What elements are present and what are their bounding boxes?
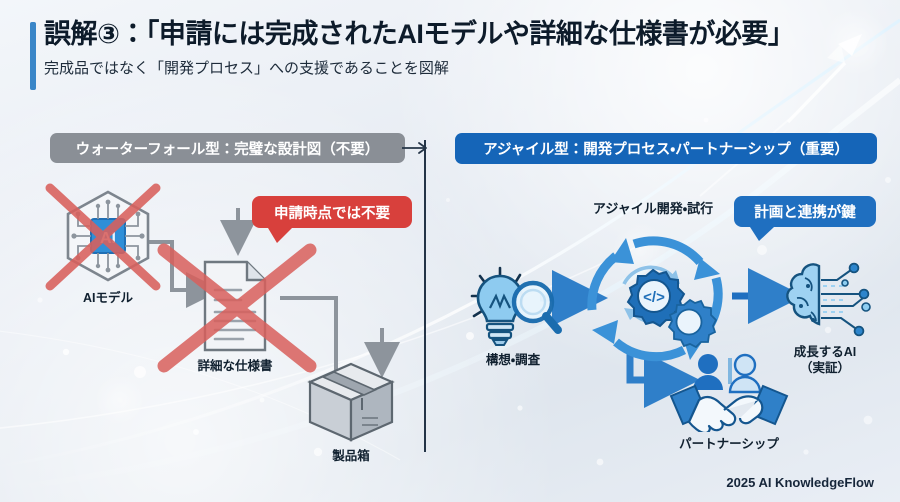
- node-partnership: パートナーシップ: [662, 352, 796, 453]
- handshake-icon: [669, 353, 789, 432]
- node-spec-document: 詳細な仕様書: [172, 258, 298, 375]
- panel-label-agile: アジャイル型：開発プロセス・パートナーシップ（重要）: [455, 133, 877, 164]
- panel-divider: [424, 140, 426, 452]
- node-dev-cycle: </>: [560, 218, 746, 368]
- node-growing-ai: 成長するAI （実証）: [766, 260, 884, 376]
- node-caption: 詳細な仕様書: [197, 359, 273, 373]
- page-title: 誤解③：「申請には完成されたAIモデルや詳細な仕様書が必要」: [44, 19, 795, 49]
- page-header: 誤解③：「申請には完成されたAIモデルや詳細な仕様書が必要」 完成品ではなく「開…: [30, 18, 884, 90]
- agile-cycle-title: アジャイル開発・試行: [592, 201, 714, 216]
- lightbulb-magnifier-icon: [470, 266, 562, 346]
- footer-credit: 2025 AI KnowledgeFlow: [726, 475, 874, 490]
- node-ai-model: AI AIモデル: [48, 186, 168, 307]
- node-ideation: 構想・調査: [452, 262, 574, 369]
- node-caption-line2: （実証）: [799, 360, 850, 375]
- gears-cycle-icon: </>: [587, 236, 723, 362]
- callout-key-message: 計画と連携が鍵: [734, 196, 876, 241]
- node-caption-line1: 成長するAI: [793, 345, 857, 359]
- brain-circuit-icon: [786, 262, 871, 337]
- node-caption: 構想・調査: [485, 353, 541, 367]
- node-caption: AIモデル: [82, 291, 133, 305]
- node-caption: 製品箱: [332, 449, 370, 463]
- document-icon: [203, 260, 267, 352]
- node-caption: パートナーシップ: [679, 437, 779, 451]
- ai-chip-icon: AI: [66, 190, 150, 282]
- node-product-box: 製品箱: [296, 360, 406, 465]
- svg-text:</>: </>: [643, 289, 665, 306]
- panel-label-waterfall: ウォーターフォール型：完璧な設計図（不要）: [50, 133, 405, 163]
- transition-arrow-icon: [402, 142, 427, 154]
- box-icon: [307, 362, 395, 442]
- callout-not-required: 申請時点では不要: [252, 196, 412, 243]
- page-subtitle: 完成品ではなく「開発プロセス」への支援であることを図解: [44, 59, 449, 77]
- svg-text:AI: AI: [100, 230, 116, 247]
